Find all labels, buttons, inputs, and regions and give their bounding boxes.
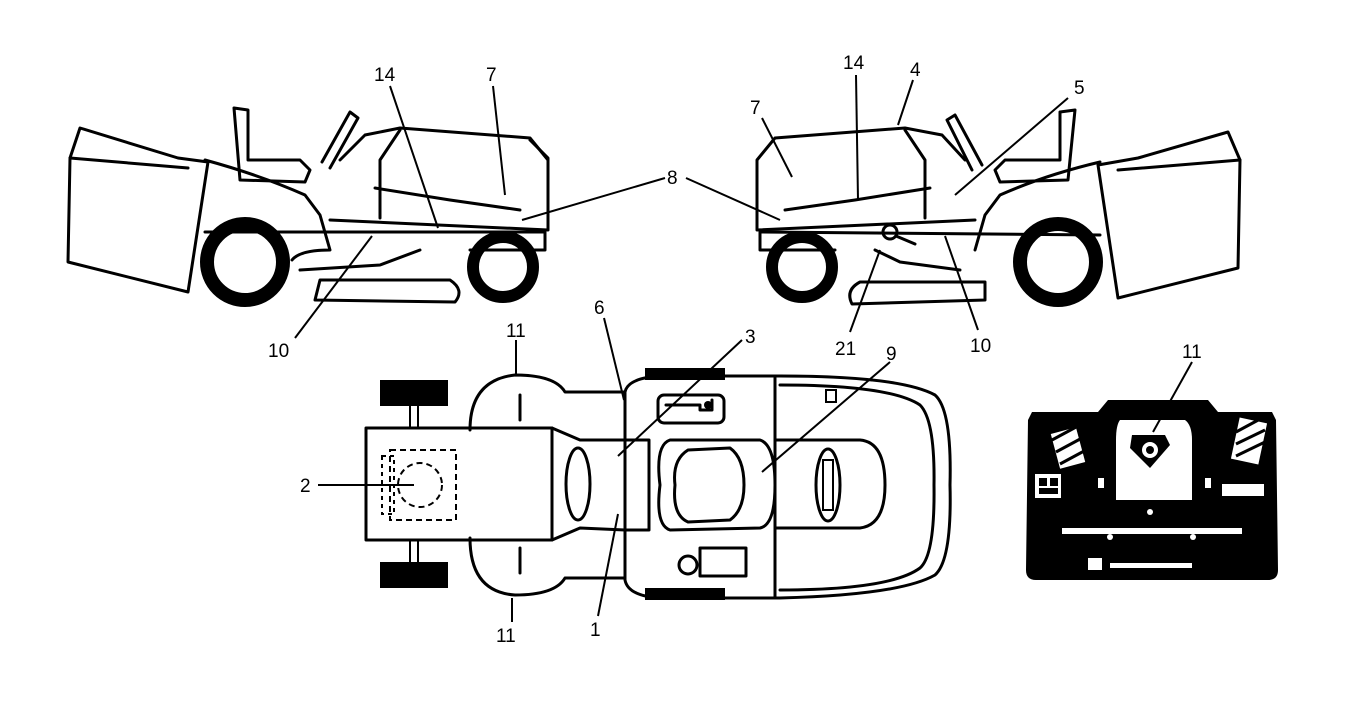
right-key-knob	[881, 223, 899, 241]
top-hood-inner	[778, 383, 936, 592]
right-body-line	[783, 186, 932, 212]
top-panel-lower	[698, 546, 748, 578]
right-mower-deck	[848, 280, 987, 306]
left-side-view	[66, 106, 550, 307]
left-grass-bag	[66, 126, 210, 294]
label-11-rear: 11	[1182, 342, 1202, 363]
left-lever	[298, 248, 422, 272]
left-steering-wheel	[320, 110, 360, 170]
right-bag-edge	[1116, 158, 1242, 172]
top-seat	[657, 438, 777, 532]
left-rear-fender	[203, 158, 332, 262]
label-9: 9	[886, 344, 897, 365]
rear-view	[1026, 400, 1278, 580]
leader-lines	[294, 74, 1193, 622]
top-front-tire-upper	[645, 368, 725, 380]
left-seat	[232, 106, 312, 184]
top-dash	[773, 438, 887, 530]
label-2: 2	[300, 476, 311, 497]
left-mower-deck	[313, 278, 461, 304]
right-frame	[758, 230, 1102, 252]
label-6: 6	[594, 298, 605, 319]
label-4: 4	[910, 60, 921, 81]
label-5: 5	[1074, 78, 1085, 99]
label-7-left: 7	[486, 65, 497, 86]
label-14-left: 14	[374, 65, 396, 86]
label-14-right: 14	[843, 53, 865, 74]
top-control-panel	[656, 393, 726, 425]
right-dash	[903, 128, 927, 220]
label-3: 3	[745, 327, 756, 348]
label-7-right: 7	[750, 98, 761, 119]
label-21: 21	[835, 339, 856, 360]
label-11-top: 11	[506, 321, 526, 342]
right-key	[894, 234, 917, 246]
label-8: 8	[667, 168, 678, 189]
top-steering-wheel	[814, 447, 842, 523]
top-rear-tire-upper	[380, 380, 448, 406]
left-dash	[378, 128, 402, 220]
left-rear-wheel	[200, 217, 290, 307]
top-body	[623, 374, 952, 600]
left-body	[328, 126, 550, 232]
top-fender-lower	[468, 528, 627, 597]
right-steering-wheel	[945, 113, 984, 172]
left-hood-front	[528, 138, 550, 202]
left-front-wheel	[467, 231, 539, 303]
label-10-right: 10	[970, 336, 991, 357]
top-view	[364, 368, 952, 600]
label-1: 1	[590, 620, 601, 641]
right-side-view	[755, 108, 1242, 307]
right-seat	[993, 108, 1077, 184]
right-front-wheel	[766, 231, 838, 303]
top-rear-tire-lower	[380, 562, 448, 588]
right-body	[755, 126, 977, 232]
label-11-bottom: 11	[496, 626, 516, 647]
rear-bar	[1110, 563, 1192, 568]
rear-decal-icons	[1222, 484, 1264, 496]
left-body-line	[373, 186, 522, 212]
right-grass-bag	[1096, 130, 1242, 300]
label-10-left: 10	[268, 341, 289, 362]
top-bag-dashed-panel	[389, 449, 457, 521]
callout-labels: 14 7 8 10 14 4 5 7 21 10 6 3 9 2 11 11 1…	[268, 53, 1202, 647]
right-lever	[873, 248, 962, 272]
top-lever	[664, 398, 714, 412]
left-bag-edge	[68, 156, 190, 170]
top-fender-upper	[468, 373, 627, 442]
right-rear-wheel	[1013, 217, 1103, 307]
left-frame	[203, 230, 547, 252]
